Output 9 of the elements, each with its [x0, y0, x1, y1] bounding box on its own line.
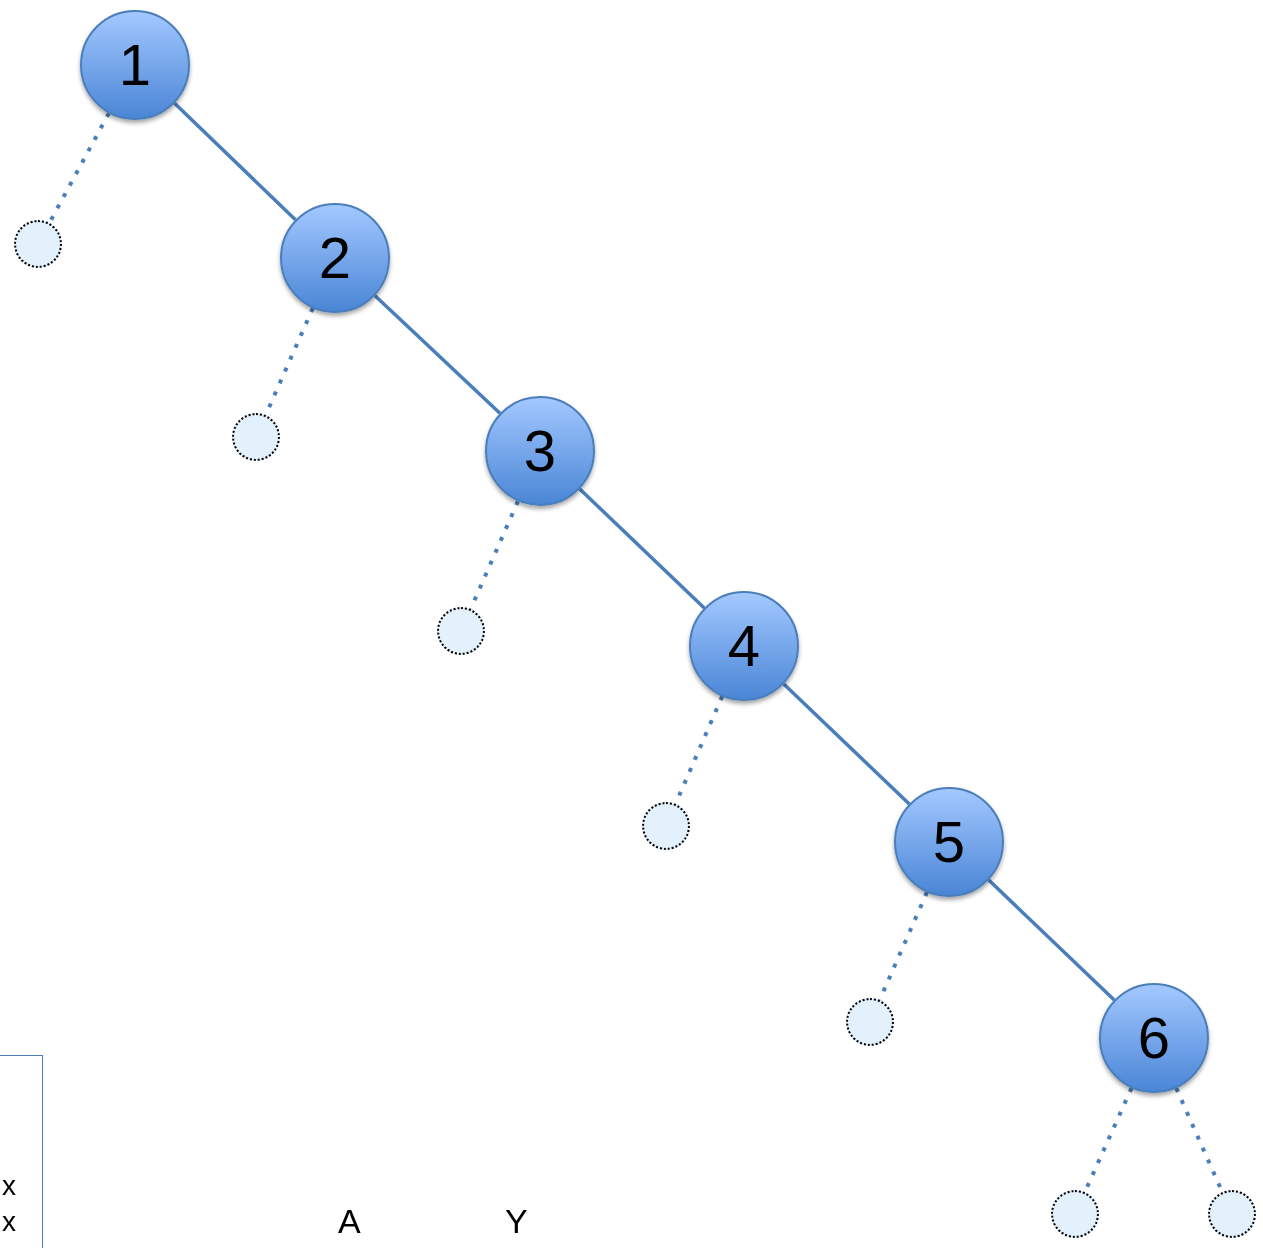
- text-label: A: [338, 1204, 361, 1238]
- tree-edge: [173, 101, 297, 222]
- tree-edge: [782, 682, 911, 806]
- tree-edge: [578, 487, 706, 610]
- tree-edge: [987, 878, 1116, 1002]
- text-label: x: [2, 1172, 16, 1200]
- text-label: x: [2, 1208, 16, 1236]
- text-label: Y: [505, 1204, 528, 1238]
- tree-edge: [373, 294, 502, 415]
